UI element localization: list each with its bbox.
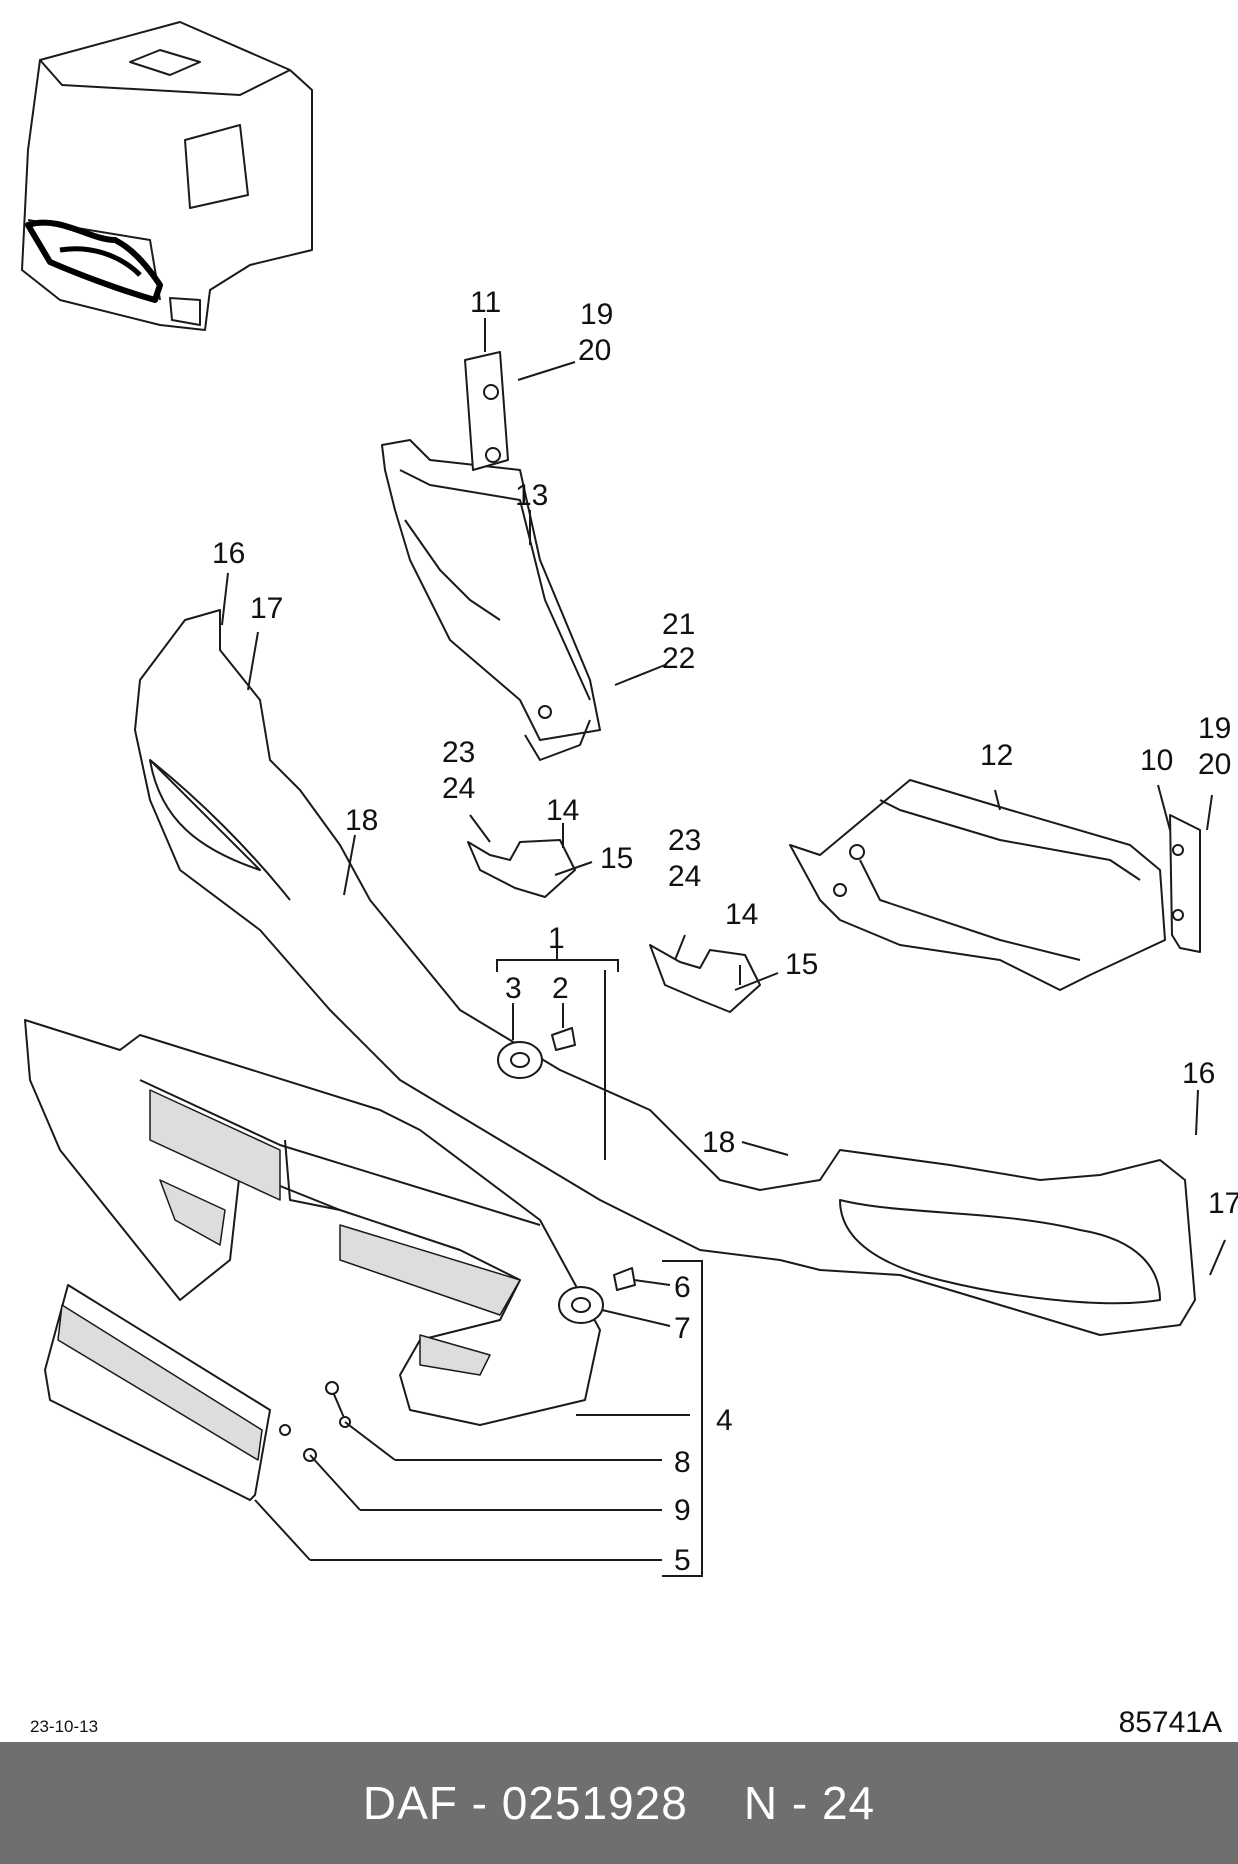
callout-12: 12 bbox=[980, 739, 1013, 772]
small-bracket-14-left bbox=[467, 839, 576, 898]
callout-3: 3 bbox=[505, 972, 522, 1005]
parts-diagram: 11 19 20 13 21 22 16 17 18 23 24 14 15 1… bbox=[21, 21, 1238, 1577]
callout-15-right: 15 bbox=[785, 948, 818, 981]
right-bracket-12 bbox=[789, 779, 1166, 991]
callout-10: 10 bbox=[1140, 744, 1173, 777]
separator: - bbox=[471, 1777, 488, 1829]
callout-24-right: 24 bbox=[668, 860, 701, 893]
brand-label: DAF bbox=[362, 1777, 458, 1829]
isolator-7 bbox=[558, 1286, 604, 1324]
bolt-2 bbox=[551, 1027, 576, 1051]
small-bracket-14-right bbox=[649, 944, 761, 1013]
callout-5: 5 bbox=[674, 1544, 691, 1577]
upper-left-bracket-13 bbox=[381, 439, 601, 761]
callout-16-left: 16 bbox=[212, 537, 245, 570]
callout-18-right: 18 bbox=[702, 1126, 735, 1159]
part-number-banner: DAF - 0251928 N - 24 bbox=[0, 1742, 1238, 1864]
cab-overview-illustration bbox=[21, 21, 313, 331]
callout-20-right: 20 bbox=[1198, 748, 1231, 781]
drawing-date: 23-10-13 bbox=[30, 1717, 99, 1736]
callout-22: 22 bbox=[662, 642, 695, 675]
callout-2: 2 bbox=[552, 972, 569, 1005]
callout-21: 21 bbox=[662, 608, 695, 641]
leader-lines bbox=[221, 318, 1226, 1577]
callout-8: 8 bbox=[674, 1446, 691, 1479]
callout-23-left: 23 bbox=[442, 736, 475, 769]
callout-23-right: 23 bbox=[668, 824, 701, 857]
callout-17-right: 17 bbox=[1208, 1187, 1238, 1220]
callout-13: 13 bbox=[515, 479, 548, 512]
callout-7: 7 bbox=[674, 1312, 691, 1345]
callout-24-left: 24 bbox=[442, 772, 475, 805]
part-number: 0251928 bbox=[501, 1777, 688, 1829]
callout-14-right: 14 bbox=[725, 898, 758, 931]
callout-9: 9 bbox=[674, 1494, 691, 1527]
screw-8 bbox=[325, 1381, 351, 1428]
lower-grille-5 bbox=[44, 1284, 291, 1501]
callout-labels: 11 19 20 13 21 22 16 17 18 23 24 14 15 1… bbox=[212, 286, 1238, 1577]
mounting-plate-11 bbox=[464, 351, 509, 471]
bumper-upper-shell bbox=[134, 609, 1196, 1336]
drawing-code: 85741A bbox=[1118, 1706, 1222, 1739]
callout-17-left: 17 bbox=[250, 592, 283, 625]
callout-19-right: 19 bbox=[1198, 712, 1231, 745]
callout-6: 6 bbox=[674, 1271, 691, 1304]
callout-20-top: 20 bbox=[578, 334, 611, 367]
callout-4: 4 bbox=[716, 1404, 733, 1437]
callout-15-left: 15 bbox=[600, 842, 633, 875]
callout-18-left: 18 bbox=[345, 804, 378, 837]
callout-1: 1 bbox=[548, 922, 565, 955]
grille-assembly-4 bbox=[24, 1019, 601, 1426]
callout-16-right: 16 bbox=[1182, 1057, 1215, 1090]
callout-19-top: 19 bbox=[580, 298, 613, 331]
bolt-6 bbox=[613, 1267, 636, 1291]
page-reference: N - 24 bbox=[743, 1777, 876, 1829]
callout-11: 11 bbox=[470, 286, 501, 319]
callout-14-left: 14 bbox=[546, 794, 579, 827]
mounting-plate-10 bbox=[1169, 814, 1201, 953]
isolator-3 bbox=[497, 1041, 543, 1079]
